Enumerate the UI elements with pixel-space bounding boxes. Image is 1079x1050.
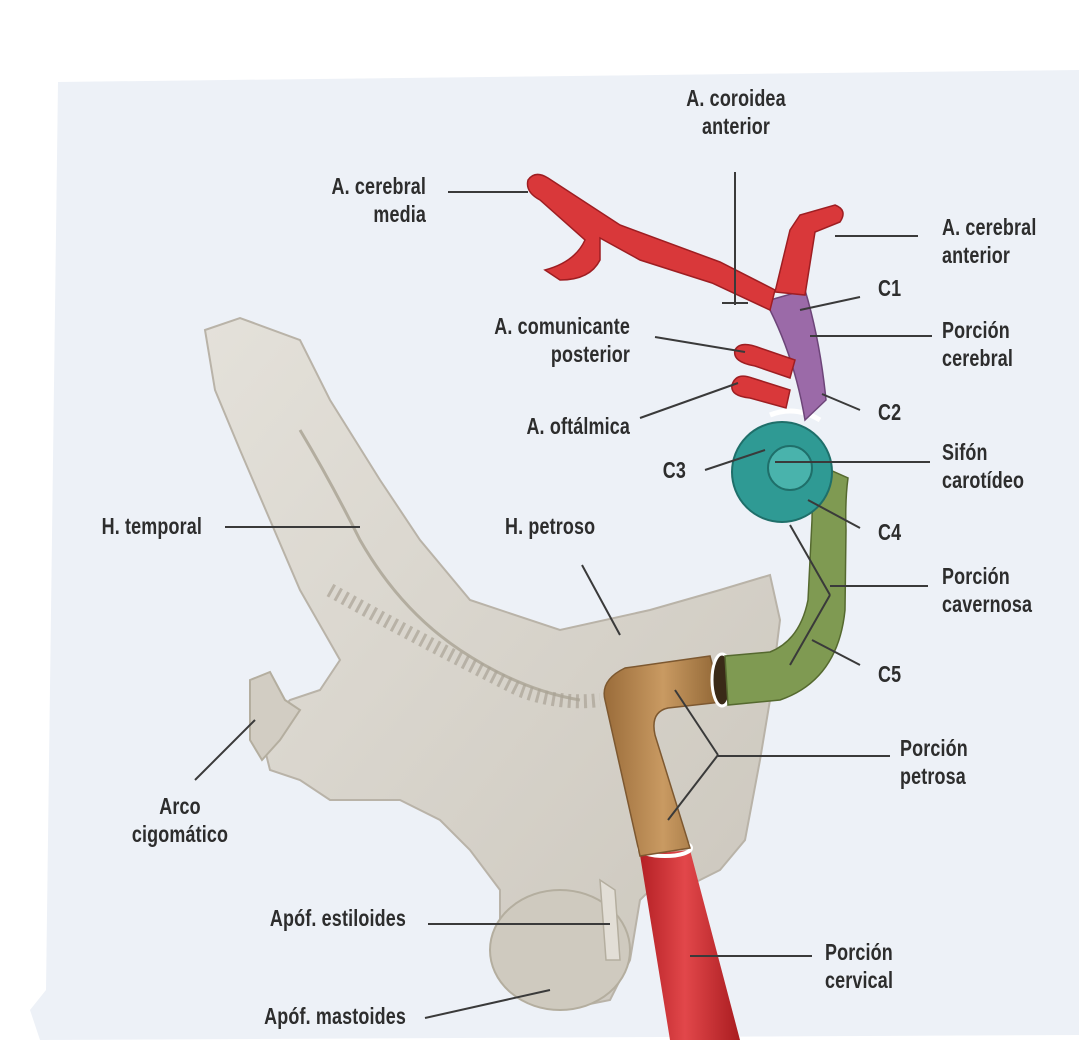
leader-lines: [194, 172, 932, 1019]
cerebral-carotid: [769, 289, 827, 422]
label-line: cerebral: [942, 345, 1014, 371]
label-line: H. temporal: [101, 513, 202, 539]
petrous-carotid: [603, 655, 723, 857]
label-line: Porción: [942, 563, 1010, 589]
label-line: C4: [878, 519, 902, 545]
label-line: cervical: [825, 967, 894, 993]
label-arco-cigomatico: Arco cigomático: [102, 792, 258, 848]
label-line: A. oftálmica: [526, 413, 630, 439]
label-c5: C5: [878, 660, 925, 688]
label-line: C2: [878, 399, 902, 425]
label-h-temporal: H. temporal: [44, 512, 202, 540]
label-line: Arco: [159, 793, 201, 819]
label-line: petrosa: [900, 763, 966, 789]
label-a-coroidea-anterior: A. coroidea anterior: [658, 84, 814, 140]
label-line: anterior: [701, 113, 771, 139]
label-line: carotídeo: [942, 467, 1025, 493]
label-line: cigomático: [131, 821, 229, 847]
label-porcion-petrosa: Porción petrosa: [900, 734, 1001, 790]
carotid-siphon: [731, 408, 833, 523]
label-line: anterior: [942, 242, 1011, 268]
label-a-cerebral-media: A. cerebral media: [270, 172, 426, 228]
label-c3: C3: [635, 456, 686, 484]
label-line: Porción: [825, 939, 893, 965]
label-line: Apóf. mastoides: [264, 1003, 406, 1029]
label-porcion-cervical: Porción cervical: [825, 938, 926, 994]
label-c2: C2: [878, 398, 925, 426]
label-line: A. comunicante: [494, 313, 630, 339]
label-porcion-cerebral: Porción cerebral: [942, 316, 1043, 372]
label-line: A. cerebral: [942, 214, 1037, 240]
label-line: cavernosa: [942, 591, 1033, 617]
background-card: [30, 70, 1079, 1040]
label-line: C3: [662, 457, 686, 483]
cavernous-carotid: [724, 469, 849, 706]
label-line: Apóf. estiloides: [269, 905, 406, 931]
cervical-carotid: [640, 850, 740, 1040]
label-h-petroso: H. petroso: [505, 512, 614, 540]
label-line: Porción: [900, 735, 968, 761]
paper-edge: [0, 0, 1079, 60]
label-c1: C1: [878, 274, 925, 302]
label-line: media: [373, 201, 426, 227]
label-sifon-carotideo: Sifón carotídeo: [942, 438, 1043, 494]
label-line: C5: [878, 661, 902, 687]
label-line: A. coroidea: [686, 85, 786, 111]
label-c4: C4: [878, 518, 925, 546]
label-line: Porción: [942, 317, 1010, 343]
label-apof-mastoides: Apóf. mastoides: [245, 1002, 406, 1030]
label-line: C1: [878, 275, 902, 301]
label-a-cerebral-anterior: A. cerebral anterior: [942, 213, 1067, 269]
label-a-comunicante-posterior: A. comunicante posterior: [474, 312, 630, 368]
cerebral-branches: [526, 173, 844, 409]
label-line: Sifón: [942, 439, 988, 465]
label-line: H. petroso: [505, 513, 596, 539]
label-apof-estiloides: Apóf. estiloides: [248, 904, 406, 932]
label-line: posterior: [550, 341, 630, 367]
label-porcion-cavernosa: Porción cavernosa: [942, 562, 1047, 618]
label-a-oftalmica: A. oftálmica: [474, 412, 630, 440]
label-line: A. cerebral: [331, 173, 426, 199]
